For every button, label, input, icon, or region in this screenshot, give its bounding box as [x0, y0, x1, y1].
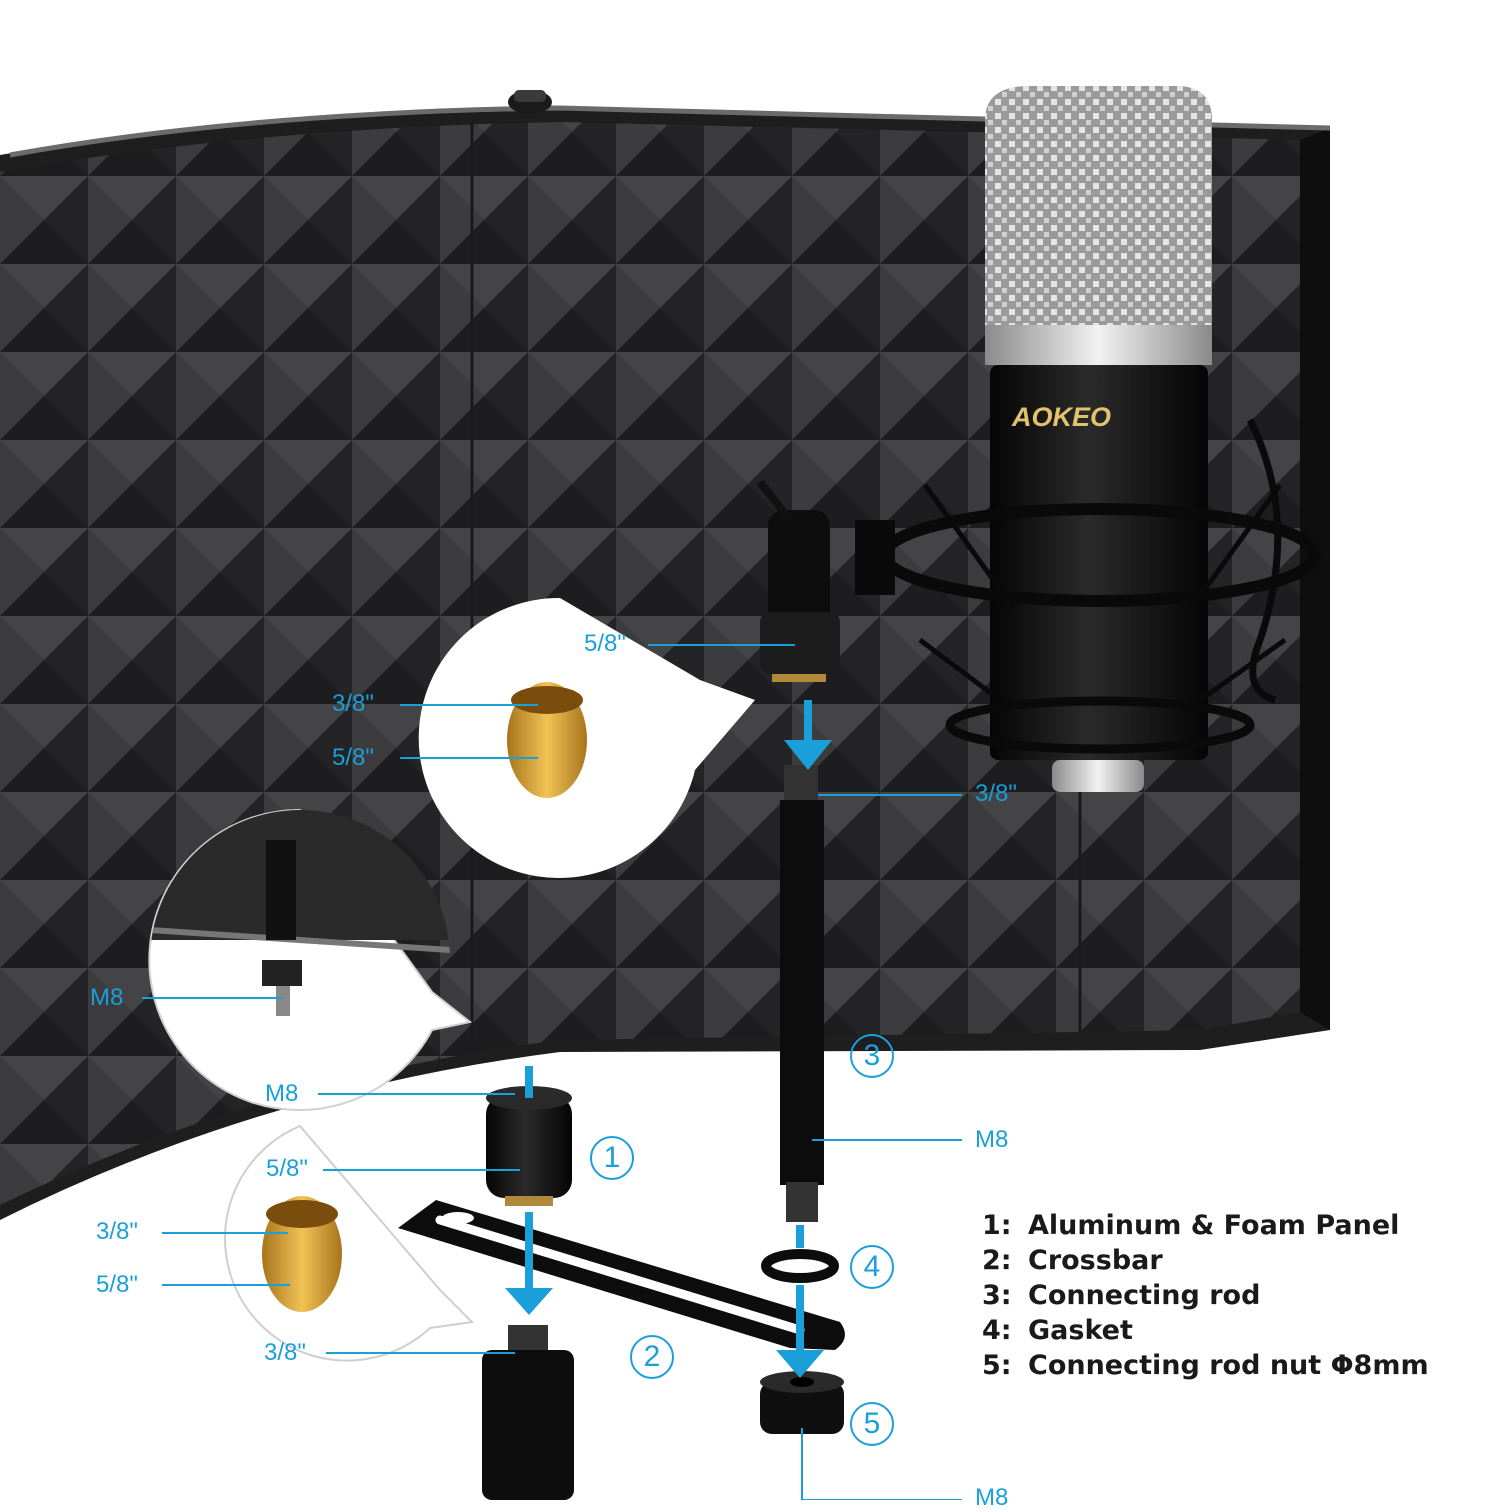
- callout-leaders: [142, 644, 962, 1500]
- legend-number: 2:: [982, 1245, 1012, 1276]
- mic-stand: [482, 1325, 574, 1500]
- callout-adapter-top-small: 3/8": [332, 690, 374, 717]
- mic-clip: [756, 479, 840, 682]
- legend-item: 2: Crossbar: [982, 1243, 1429, 1278]
- bottom-adapter-detail-bubble: [224, 1124, 475, 1362]
- part-number-4: 4: [850, 1245, 894, 1289]
- panel-connector: [486, 1086, 572, 1206]
- callout-rod-bottom-thread: M8: [975, 1126, 1009, 1153]
- part-number-1: 1: [590, 1136, 634, 1180]
- legend-number: 5:: [982, 1350, 1012, 1381]
- brand-logo: AOKEO: [1011, 402, 1111, 432]
- legend-item: 1: Aluminum & Foam Panel: [982, 1208, 1429, 1243]
- part-number-3: 3: [850, 1034, 894, 1078]
- gasket: [761, 1249, 839, 1283]
- shock-mount: [855, 418, 1321, 754]
- microphone: AOKEO: [985, 86, 1212, 792]
- legend-item: 3: Connecting rod: [982, 1278, 1429, 1313]
- legend-number: 1:: [982, 1210, 1012, 1241]
- callout-adapter-top-large: 5/8": [332, 744, 374, 771]
- part-number-5: 5: [850, 1402, 894, 1446]
- callout-connector-top: M8: [265, 1080, 299, 1107]
- connecting-rod: [780, 765, 824, 1222]
- legend-label: Connecting rod nut Φ8mm: [1028, 1350, 1429, 1381]
- legend-label: Gasket: [1028, 1315, 1133, 1346]
- adapter-detail-bubble: [418, 597, 755, 878]
- assembly-arrows: [505, 700, 832, 1378]
- legend-number: 3:: [982, 1280, 1012, 1311]
- legend-label: Aluminum & Foam Panel: [1028, 1210, 1400, 1241]
- callout-rod-top-thread: 3/8": [975, 780, 1017, 807]
- crossbar: [398, 1200, 845, 1350]
- callout-stand-thread: 3/8": [264, 1339, 306, 1366]
- callout-adapter-bottom-small: 3/8": [96, 1218, 138, 1245]
- parts-legend: 1: Aluminum & Foam Panel 2: Crossbar 3: Con…: [982, 1208, 1429, 1383]
- callout-mic-clip-thread: 5/8": [584, 630, 626, 657]
- connecting-rod-nut: [760, 1371, 844, 1434]
- legend-number: 4:: [982, 1315, 1012, 1346]
- legend-item: 5: Connecting rod nut Φ8mm: [982, 1348, 1429, 1383]
- legend-label: Connecting rod: [1028, 1280, 1261, 1311]
- legend-item: 4: Gasket: [982, 1313, 1429, 1348]
- callout-connector-bottom: 5/8": [266, 1155, 308, 1182]
- part-number-2: 2: [630, 1335, 674, 1379]
- callout-nut-thread: M8: [975, 1484, 1009, 1511]
- callout-panel-bolt: M8: [90, 984, 124, 1011]
- legend-label: Crossbar: [1028, 1245, 1163, 1276]
- callout-adapter-bottom-large: 5/8": [96, 1271, 138, 1298]
